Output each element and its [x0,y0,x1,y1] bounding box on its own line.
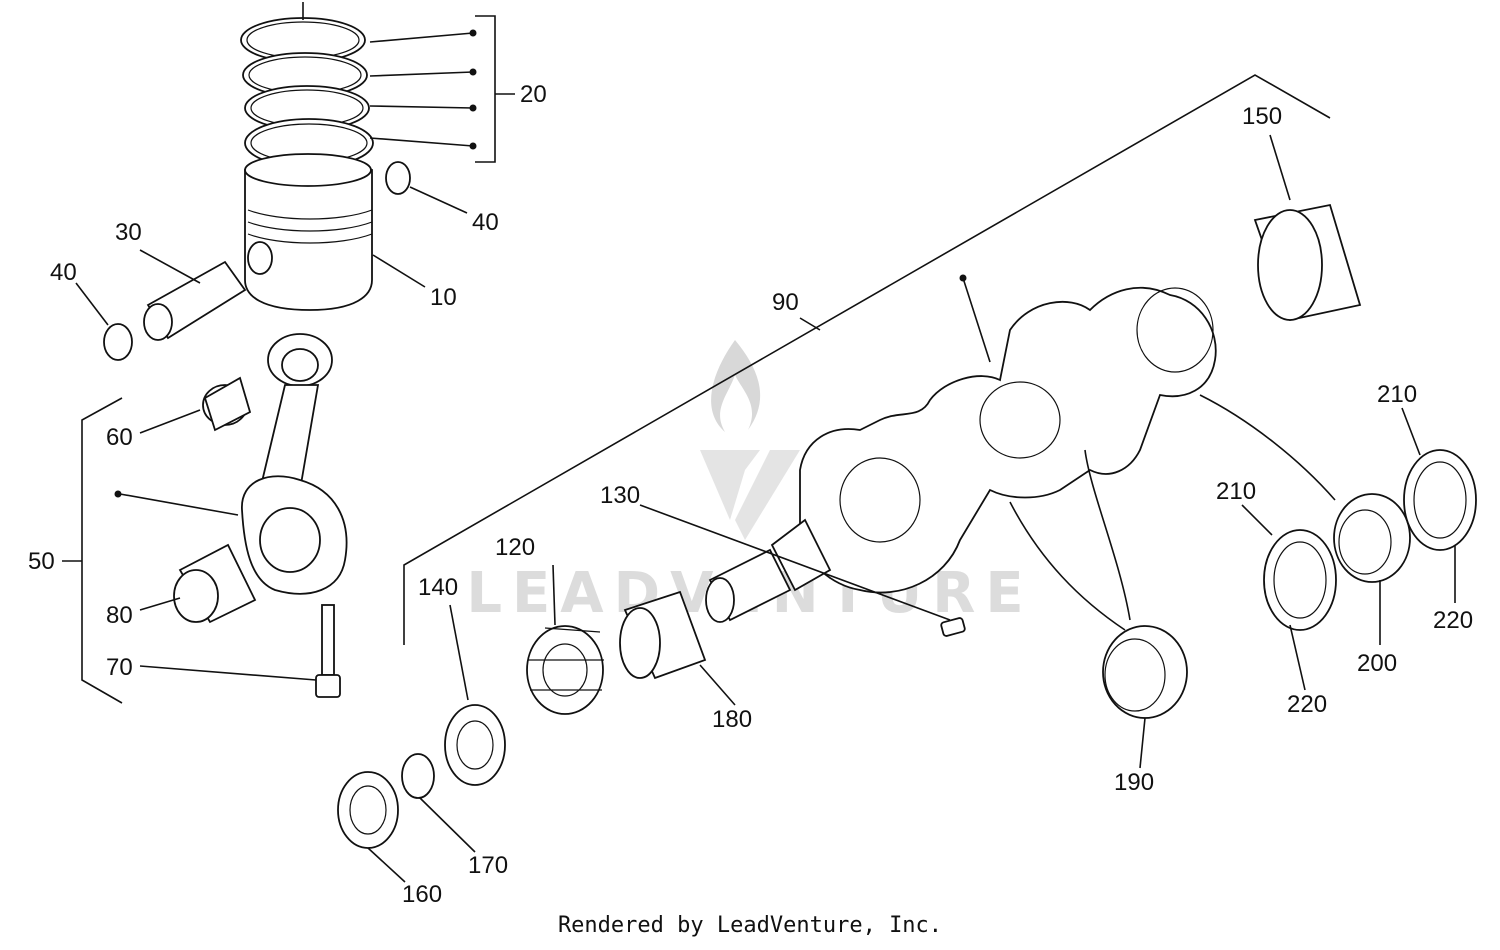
bracket-lines [62,15,1331,704]
connecting-rod [202,333,348,595]
callout-80: 80 [106,602,133,629]
callout-70: 70 [106,654,133,681]
callout-190: 190 [1114,769,1154,796]
callout-220-left: 220 [1287,691,1327,718]
rod-bearing [173,543,257,624]
crank-bushing [619,590,707,680]
woodruff-key [940,617,966,637]
callout-210-right: 210 [1377,381,1417,408]
thrust-washers [1263,449,1477,631]
callout-140: 140 [418,574,458,601]
callout-130: 130 [600,482,640,509]
callout-160: 160 [402,881,442,908]
snap-rings [103,161,411,361]
callout-210-left: 210 [1216,478,1256,505]
callout-labels: 10 20 30 40 40 50 60 70 80 90 120 130 14… [28,81,1473,908]
callout-10: 10 [430,284,457,311]
crankshaft [705,286,1217,623]
callout-40-right: 40 [472,209,499,236]
callout-60: 60 [106,424,133,451]
main-bearing-190 [1102,625,1188,719]
footer-credit: Rendered by LeadVenture, Inc. [557,913,943,938]
callout-170: 170 [468,852,508,879]
main-bearing-150 [1253,203,1362,322]
rod-bolt [315,604,341,698]
callout-40-left: 40 [50,259,77,286]
callout-50: 50 [28,548,55,575]
oil-seal [337,771,399,849]
callout-200: 200 [1357,650,1397,677]
callout-20: 20 [520,81,547,108]
callout-220-right: 220 [1433,607,1473,634]
piston [244,153,373,311]
callout-150: 150 [1242,103,1282,130]
piston-rings [240,2,374,168]
leader-lines [75,29,1456,883]
main-bearing-200 [1333,493,1411,583]
callout-90: 90 [772,289,799,316]
callout-30: 30 [115,219,142,246]
callout-120: 120 [495,534,535,561]
o-ring [401,753,435,799]
small-gear [444,704,506,786]
callout-180: 180 [712,706,752,733]
piston-pin [143,260,247,341]
crank-gear [526,625,604,715]
